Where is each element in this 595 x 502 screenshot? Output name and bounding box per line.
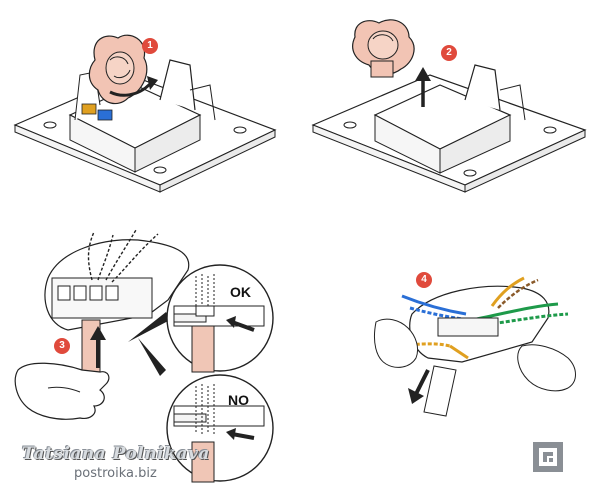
step-4-badge: 4 <box>416 272 432 288</box>
detail-no-label: NO <box>228 392 249 408</box>
corner-logo-icon <box>533 442 563 472</box>
step-1-badge: 1 <box>142 38 158 54</box>
step-4-illustration: 4 <box>372 262 584 422</box>
detail-ok-illustration: OK <box>162 262 284 374</box>
watermark-author: Tatsiana Polnikava <box>22 444 210 464</box>
watermark: Tatsiana Polnikava postroika.biz <box>22 444 222 481</box>
step-3-badge: 3 <box>54 338 70 354</box>
detail-no-illustration: NO <box>162 372 284 484</box>
step-1-illustration: 1 <box>10 20 280 200</box>
step-3-illustration: 3 <box>8 220 308 430</box>
step-2-illustration: 2 <box>305 15 590 200</box>
watermark-site: postroika.biz <box>74 466 157 481</box>
step-2-badge: 2 <box>441 45 457 61</box>
detail-ok-label: OK <box>230 284 251 300</box>
